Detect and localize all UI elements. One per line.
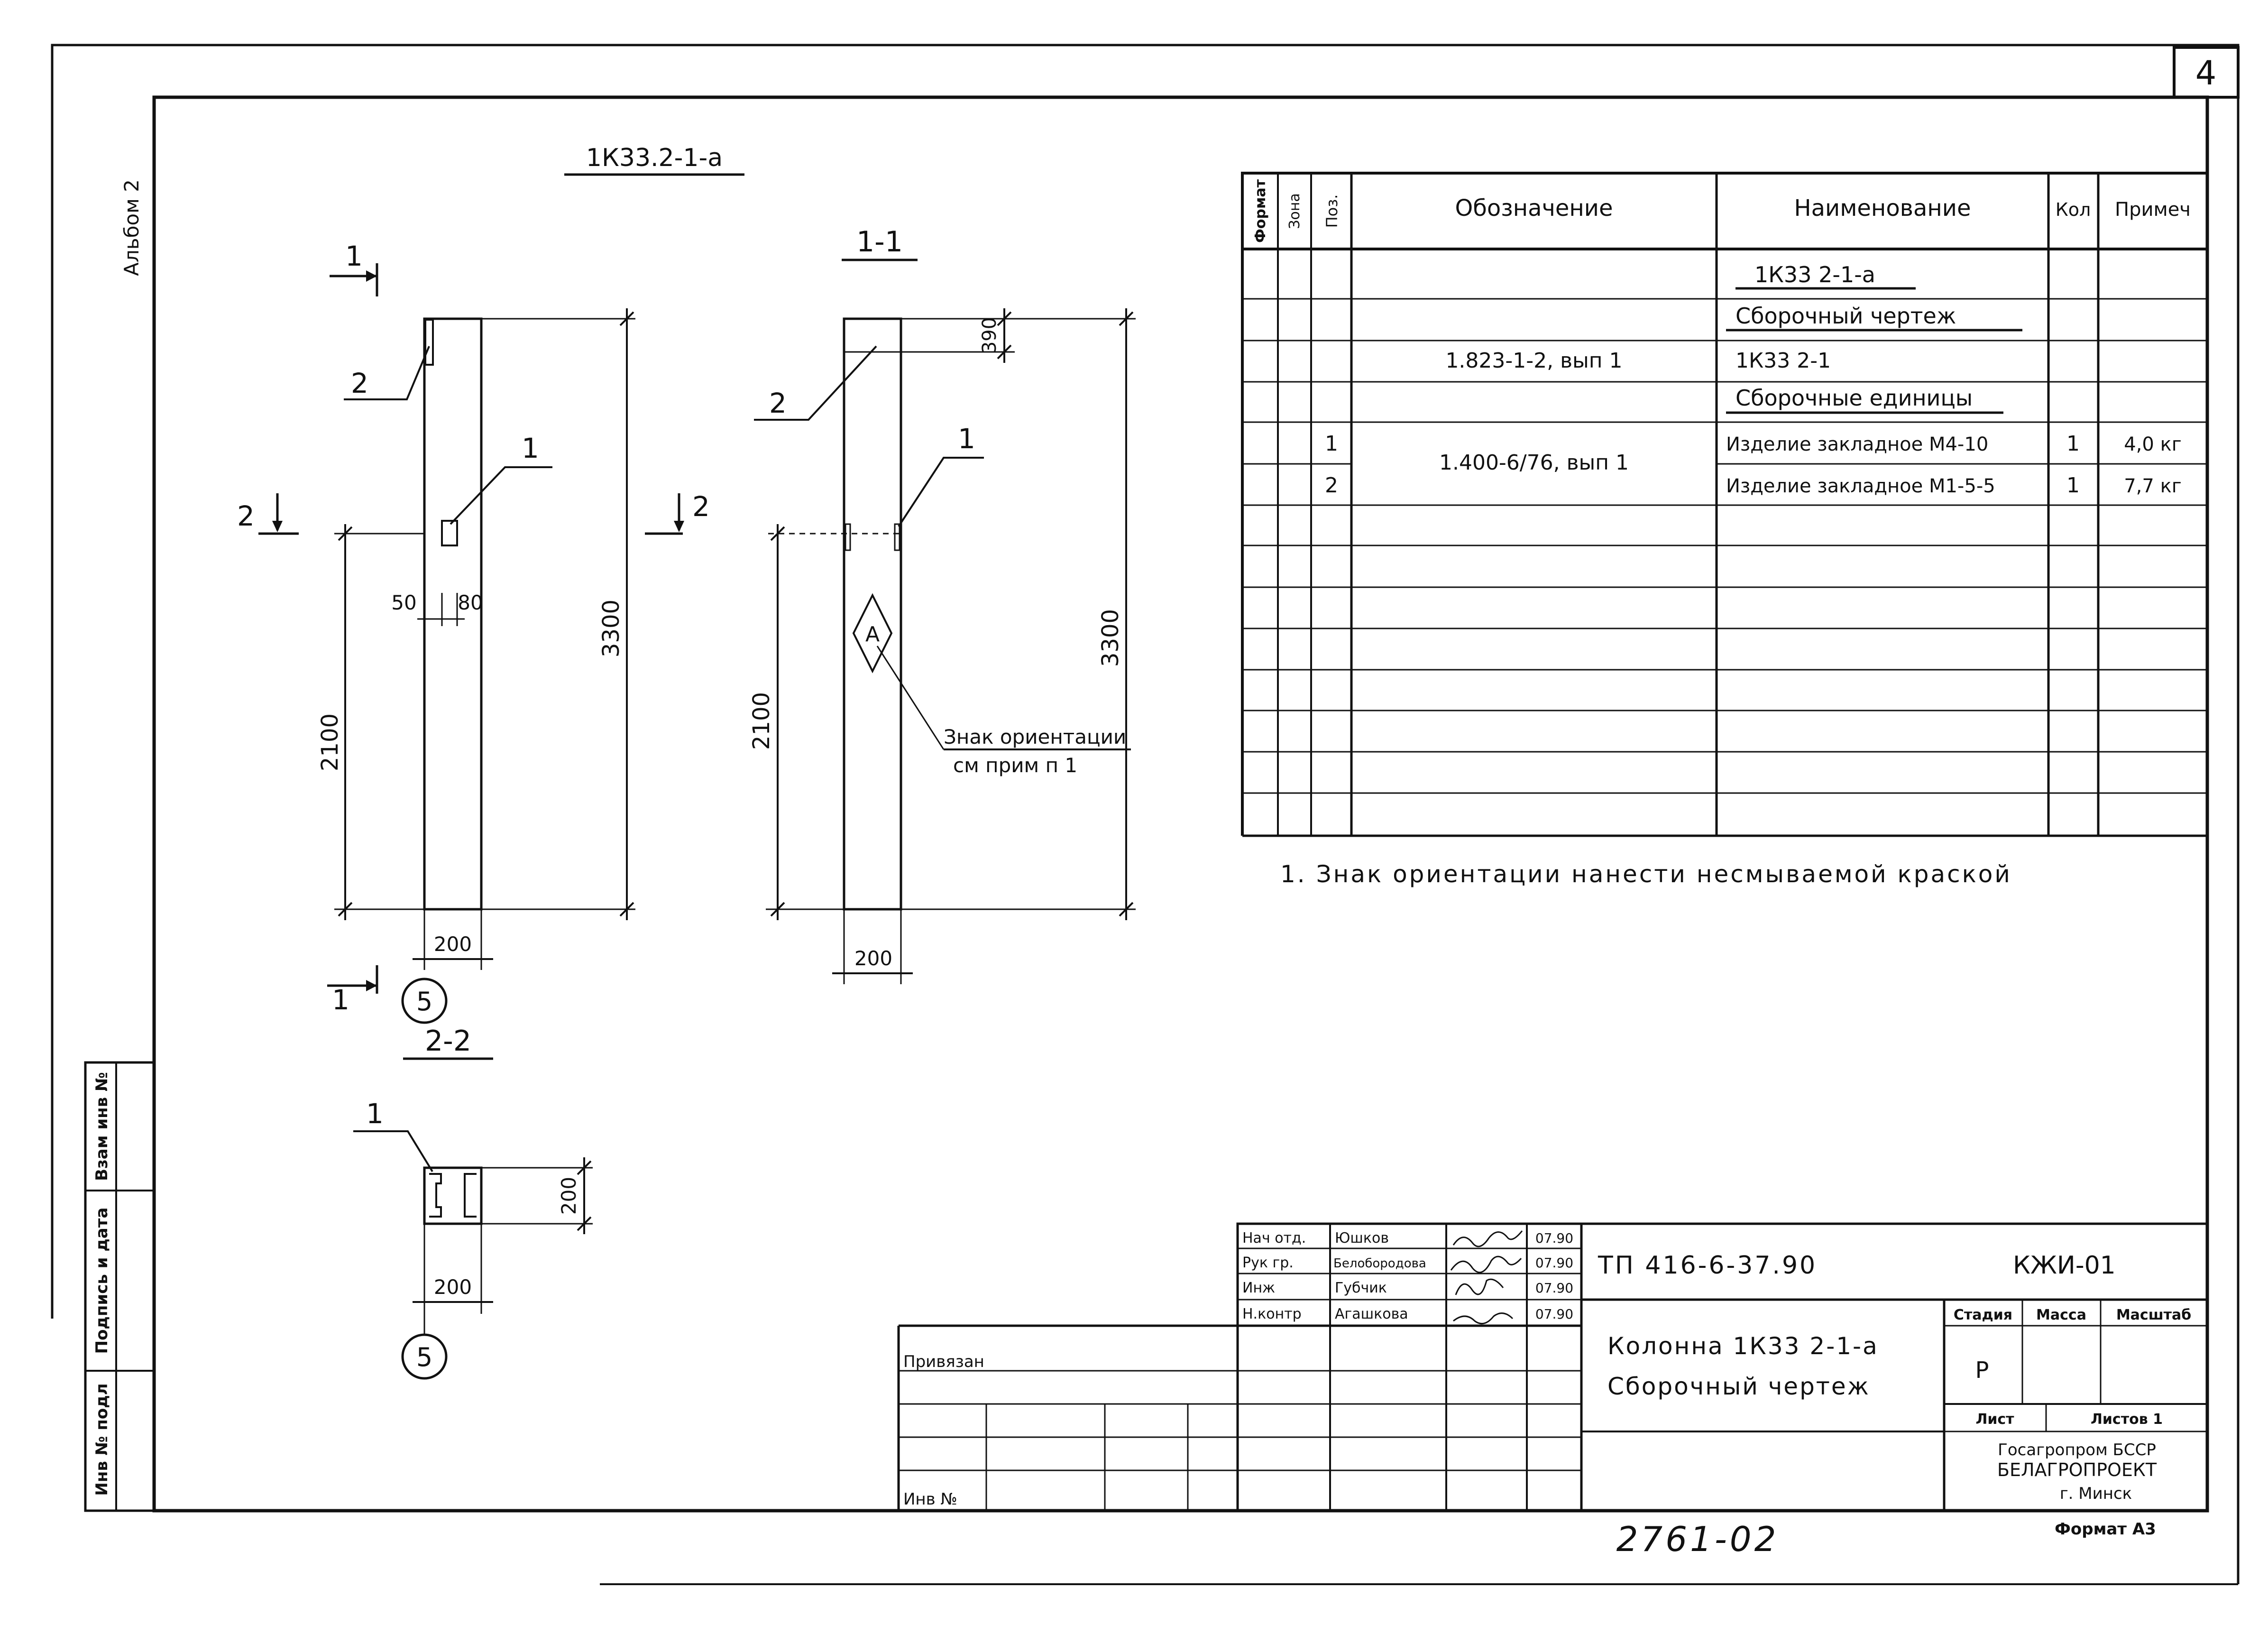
format-label: Формат А3 [2055,1520,2156,1539]
general-note: 1. Знак ориентации нанести несмываемой к… [1280,860,2012,888]
column-section-1-1: 1-1 А Знак ориентации см прим п 1 2 1 39… [748,225,1136,984]
spec-header-zone: Зона [1286,193,1303,229]
dim-200-section22-height: 200 [557,1177,580,1215]
signer-0-role: Нач отд. [1242,1230,1306,1246]
signer-3-date: 07.90 [1535,1306,1573,1322]
signer-3-role: Н.контр [1242,1306,1302,1322]
spec-row-3-name: Сборочные единицы [1735,385,1973,411]
scale-label: Масштаб [2116,1307,2191,1323]
spec-header-format: Формат [1252,179,1269,243]
sidebar-field-signature-date: Подпись и дата [92,1208,111,1354]
spec-row-4-pos: 1 [1325,432,1338,456]
stamp-title-line1: Колонна 1К33 2-1-а [1607,1332,1879,1360]
section-1-1-title: 1-1 [856,225,903,259]
archive-number: 2761-02 [1616,1519,1779,1559]
spec-table: Формат Зона Поз. Обозначение Наименовани… [1241,172,2207,837]
section-mark-1-top: 1 [345,240,363,272]
sidebar-field-inv-original: Инв № подл [92,1383,111,1496]
spec-row-5-name: Изделие закладное М1-5-5 [1726,475,1995,497]
org-line2: БЕЛАГРОПРОЕКТ [1997,1459,2157,1480]
spec-row-5-qty: 1 [2066,473,2080,498]
stamp-title-line2: Сборочный чертеж [1607,1373,1870,1400]
section-mark-1-bottom: 1 [332,984,349,1016]
orientation-note-line1: Знак ориентации [944,725,1126,748]
spec-row-4-note: 4,0 кг [2124,434,2182,455]
attached-label: Привязан [903,1352,984,1371]
callout-2-section: 2 [769,387,787,419]
callout-1-section-22: 1 [366,1098,384,1130]
signer-3-name: Агашкова [1335,1306,1408,1322]
album-label: Альбом 2 [120,179,143,276]
drawing-title: 1К33.2-1-а [586,144,723,172]
spec-row-4-designation: 1.400-6/76, вып 1 [1439,451,1629,475]
dim-3300-section: 3300 [1097,609,1124,667]
ref-circle-front: 5 [416,987,432,1016]
spec-row-4-name: Изделие закладное М4-10 [1726,434,1988,455]
signer-1-date: 07.90 [1535,1255,1573,1271]
signatures [1450,1230,1523,1325]
dim-2100-section: 2100 [748,692,775,750]
spec-row-5-pos: 2 [1325,473,1338,498]
signer-2-name: Губчик [1335,1280,1387,1296]
section-2-2-title: 2-2 [425,1025,471,1058]
dim-80: 80 [458,591,483,614]
left-sidebar-stamp: Взам инв № Подпись и дата Инв № подл [84,1061,156,1512]
project-code: ТП 416-6-37.90 [1598,1251,1817,1280]
spec-row-4-qty: 1 [2066,432,2080,456]
sheet-frame [51,44,2240,1585]
dim-2100-front: 2100 [317,713,343,771]
column-section-2-2: 2-2 1 200 200 5 [353,1025,593,1380]
callout-2-front: 2 [351,367,368,399]
spec-header-pos: Поз. [1323,194,1341,228]
section-mark-2-left: 2 [237,500,255,532]
orientation-note-line2: см прим п 1 [953,754,1077,777]
mass-label: Масса [2036,1307,2086,1323]
dim-50: 50 [391,591,416,614]
column-front-view: 1 1 2 2 2 1 3300 2100 [237,240,710,1024]
sheets-label: Листов 1 [2091,1411,2163,1428]
dim-390: 390 [979,317,1001,353]
dim-200-section22-width: 200 [434,1275,472,1299]
dim-3300-front: 3300 [598,600,624,657]
sidebar-field-replace-inv: Взам инв № [92,1072,111,1181]
dim-200-section: 200 [854,947,892,970]
doc-code: КЖИ-01 [2013,1251,2116,1280]
ref-circle-section22: 5 [416,1342,432,1372]
signer-0-name: Юшков [1335,1230,1389,1246]
callout-1-front: 1 [522,432,539,464]
org-line1: Госагропром БССР [1998,1440,2156,1459]
spec-row-5-note: 7,7 кг [2124,475,2182,497]
callout-1-section: 1 [958,423,975,455]
sheet-number: 4 [2195,54,2217,92]
title-block: Нач отд. Юшков 07.90 Рук гр. Белобородов… [897,1222,2207,1512]
org-line3: г. Минск [2060,1484,2132,1503]
spec-header-designation: Обозначение [1455,195,1613,222]
stage-value: Р [1975,1357,1989,1384]
spec-header-note: Примеч [2115,199,2191,221]
spec-row-0-name: 1К33 2-1-а [1754,262,1875,287]
signer-2-date: 07.90 [1535,1280,1573,1296]
spec-row-1-name: Сборочный чертеж [1735,303,1956,329]
signer-2-role: Инж [1242,1280,1275,1296]
orientation-letter: А [865,622,880,646]
spec-row-2-designation: 1.823-1-2, вып 1 [1445,349,1622,373]
spec-header-name: Наименование [1794,195,1971,222]
stage-label: Стадия [1954,1307,2012,1323]
signer-1-name: Белобородова [1333,1256,1426,1271]
signer-1-role: Рук гр. [1242,1255,1294,1271]
section-mark-2-right: 2 [692,490,710,523]
signer-0-date: 07.90 [1535,1230,1573,1246]
sheet-label: Лист [1975,1411,2014,1428]
spec-row-2-name: 1К33 2-1 [1735,349,1831,373]
spec-header-qty: Кол [2056,199,2091,220]
dim-200-front: 200 [434,933,472,956]
inv-no-label: Инв № [903,1490,957,1509]
